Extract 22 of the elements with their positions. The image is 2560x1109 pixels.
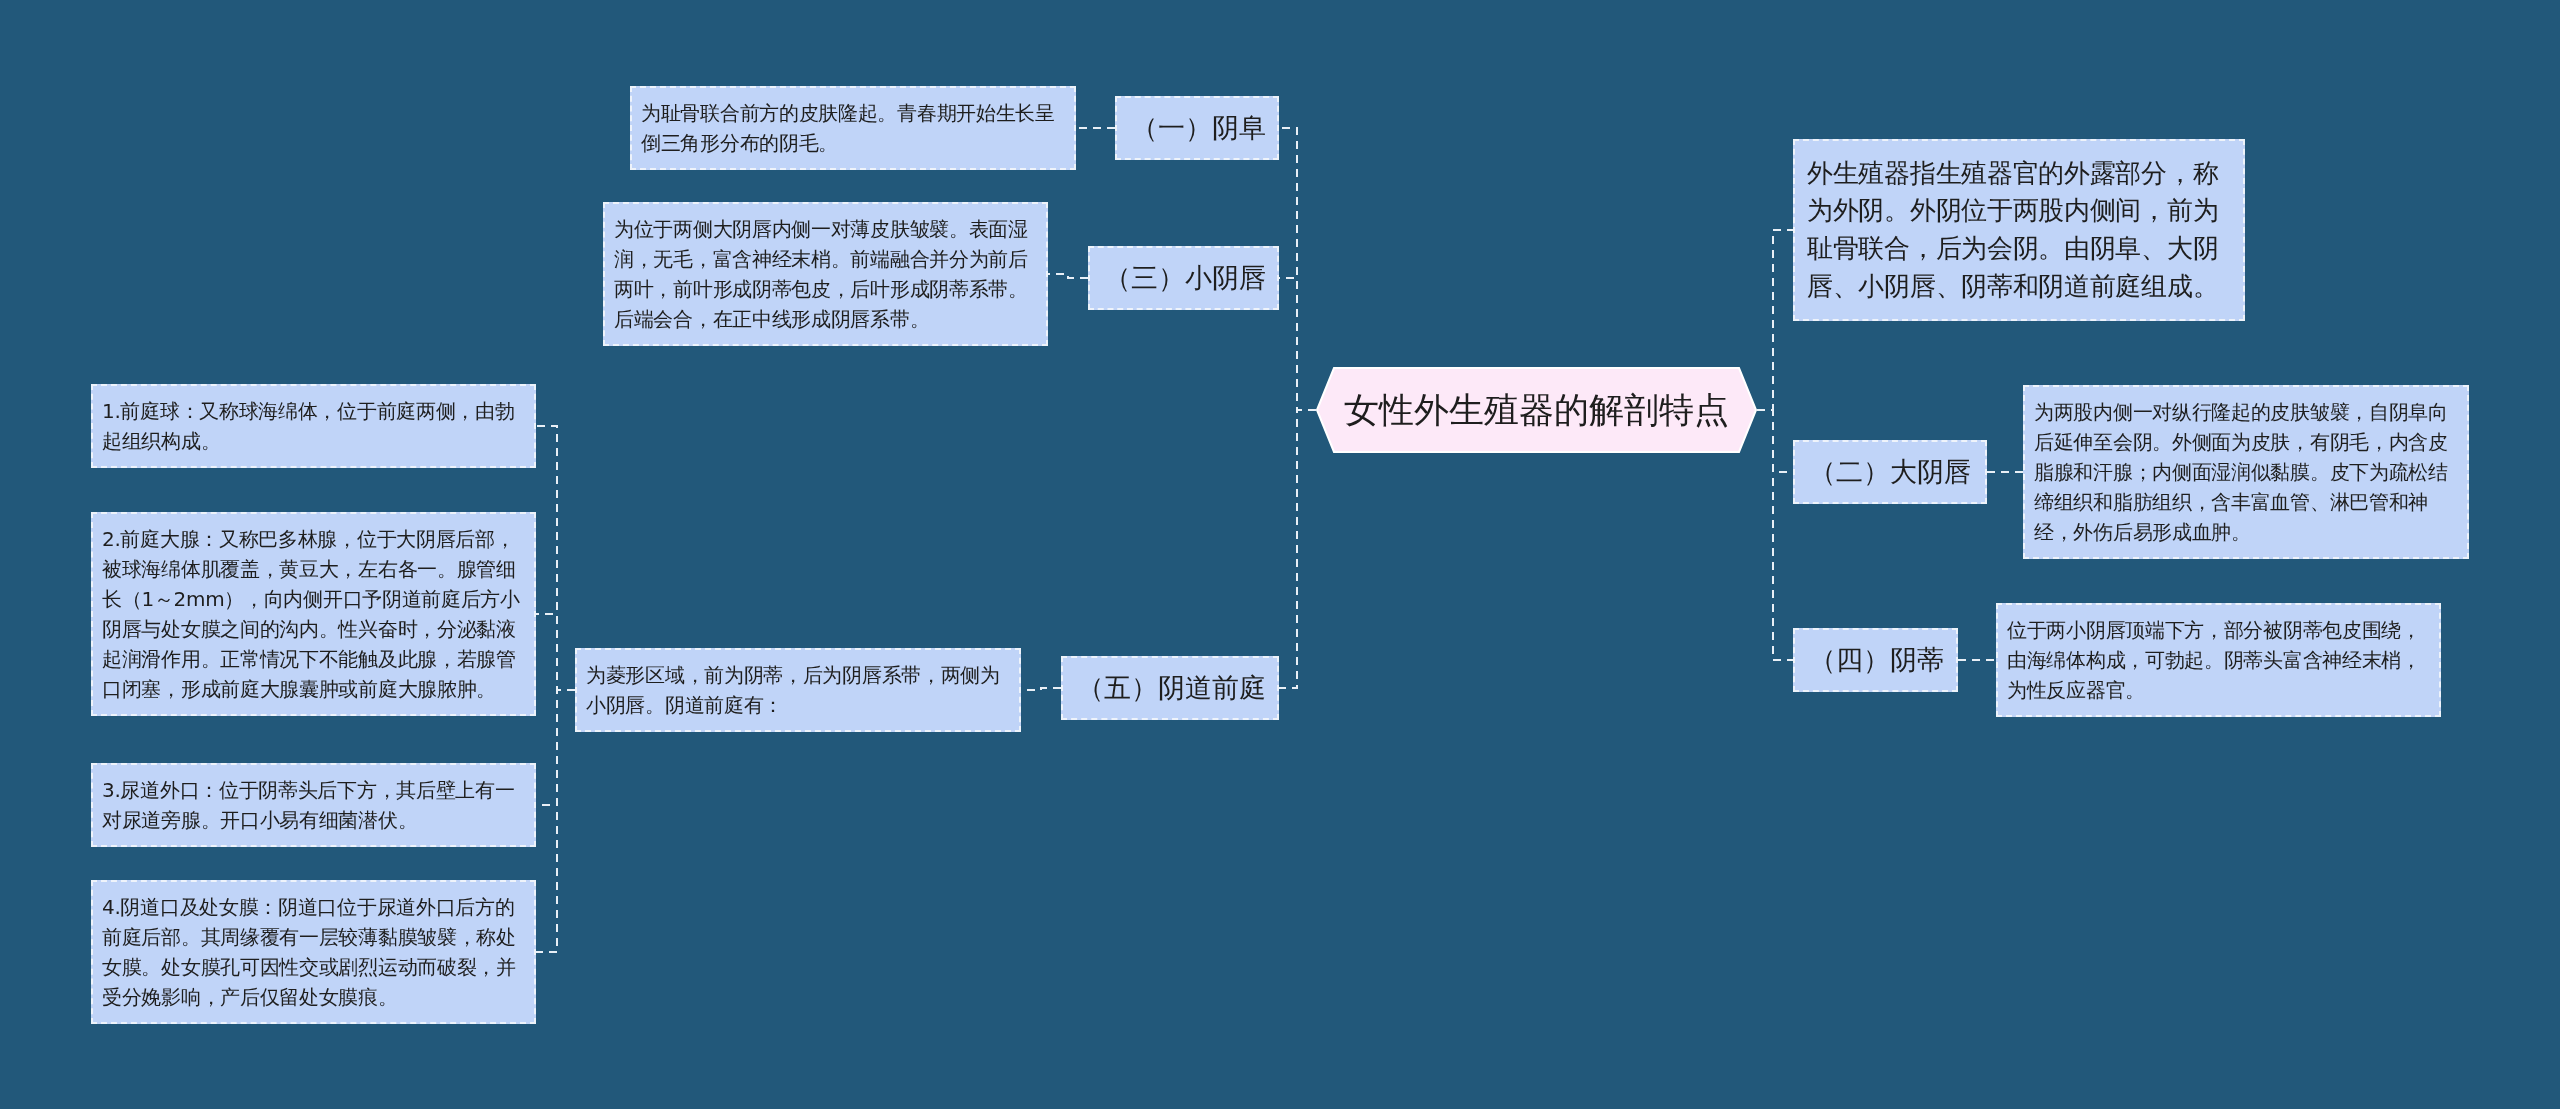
note-box: 2.前庭大腺：又称巴多林腺，位于大阴唇后部，被球海绵体肌覆盖，黄豆大，左右各一。腺管细长（1～2mm），向内侧开口予阴道前庭后方小阴唇与处女膜之间的沟内。性兴奋时，分泌黏液起润滑作用。正常情况下不能触及此腺，若腺管口闭塞，形成前庭大腺囊肿或前庭大腺脓肿。 [91, 512, 536, 716]
connector-line [1957, 659, 1997, 661]
note-box: 外生殖器指生殖器官的外露部分，称为外阴。外阴位于两股内侧间，前为耻骨联合，后为会阴。由阴阜、大阴唇、小阴唇、阴蒂和阴道前庭组成。 [1793, 138, 2245, 322]
note-box: 3.尿道外口：位于阴蒂头后下方，其后壁上有一对尿道旁腺。开口小易有细菌潜伏。 [91, 763, 536, 847]
topic-box: （二）大阴唇 [1793, 440, 1987, 504]
topic-box: （四）阴蒂 [1793, 628, 1958, 692]
connector-line [1756, 409, 1794, 661]
note-box: 为两股内侧一对纵行隆起的皮肤皱襞，自阴阜向后延伸至会阴。外侧面为皮肤，有阴毛，内含皮脂腺和汗腺；内侧面湿润似黏膜。皮下为疏松结缔组织和脂肪组织，含丰富血管、淋巴管和神经，外伤后易形成血肿。 [2023, 385, 2469, 559]
connector-line [1047, 273, 1089, 279]
connector-line [1278, 409, 1317, 689]
connector-line [1986, 471, 2024, 473]
note-box: 为菱形区域，前为阴蒂，后为阴唇系带，两侧为小阴唇。阴道前庭有： [575, 648, 1021, 732]
note-box: 4.阴道口及处女膜：阴道口位于尿道外口后方的前庭后部。其周缘覆有一层较薄黏膜皱襞，称处女膜。处女膜孔可因性交或剧烈运动而破裂，并受分娩影响，产后仅留处女膜痕。 [91, 880, 536, 1024]
topic-box: （三）小阴唇 [1088, 246, 1279, 310]
topic-box: （一）阴阜 [1115, 96, 1279, 160]
note-box: 位于两小阴唇顶端下方，部分被阴蒂包皮围绕，由海绵体构成，可勃起。阴蒂头富含神经末梢，为性反应器官。 [1996, 603, 2441, 717]
topic-box: （五）阴道前庭 [1061, 656, 1279, 720]
topic-hexagon: 女性外生殖器的解剖特点 [1316, 366, 1757, 454]
connector-line [535, 689, 576, 953]
note-box: 为位于两侧大阴唇内侧一对薄皮肤皱襞。表面湿润，无毛，富含神经末梢。前端融合并分为前后两叶，前叶形成阴蒂包皮，后叶形成阴蒂系带。后端会合，在正中线形成阴唇系带。 [603, 202, 1048, 346]
note-box: 1.前庭球：又称球海绵体，位于前庭两侧，由勃起组织构成。 [91, 384, 536, 468]
note-box: 为耻骨联合前方的皮肤隆起。青春期开始生长呈倒三角形分布的阴毛。 [630, 86, 1076, 170]
